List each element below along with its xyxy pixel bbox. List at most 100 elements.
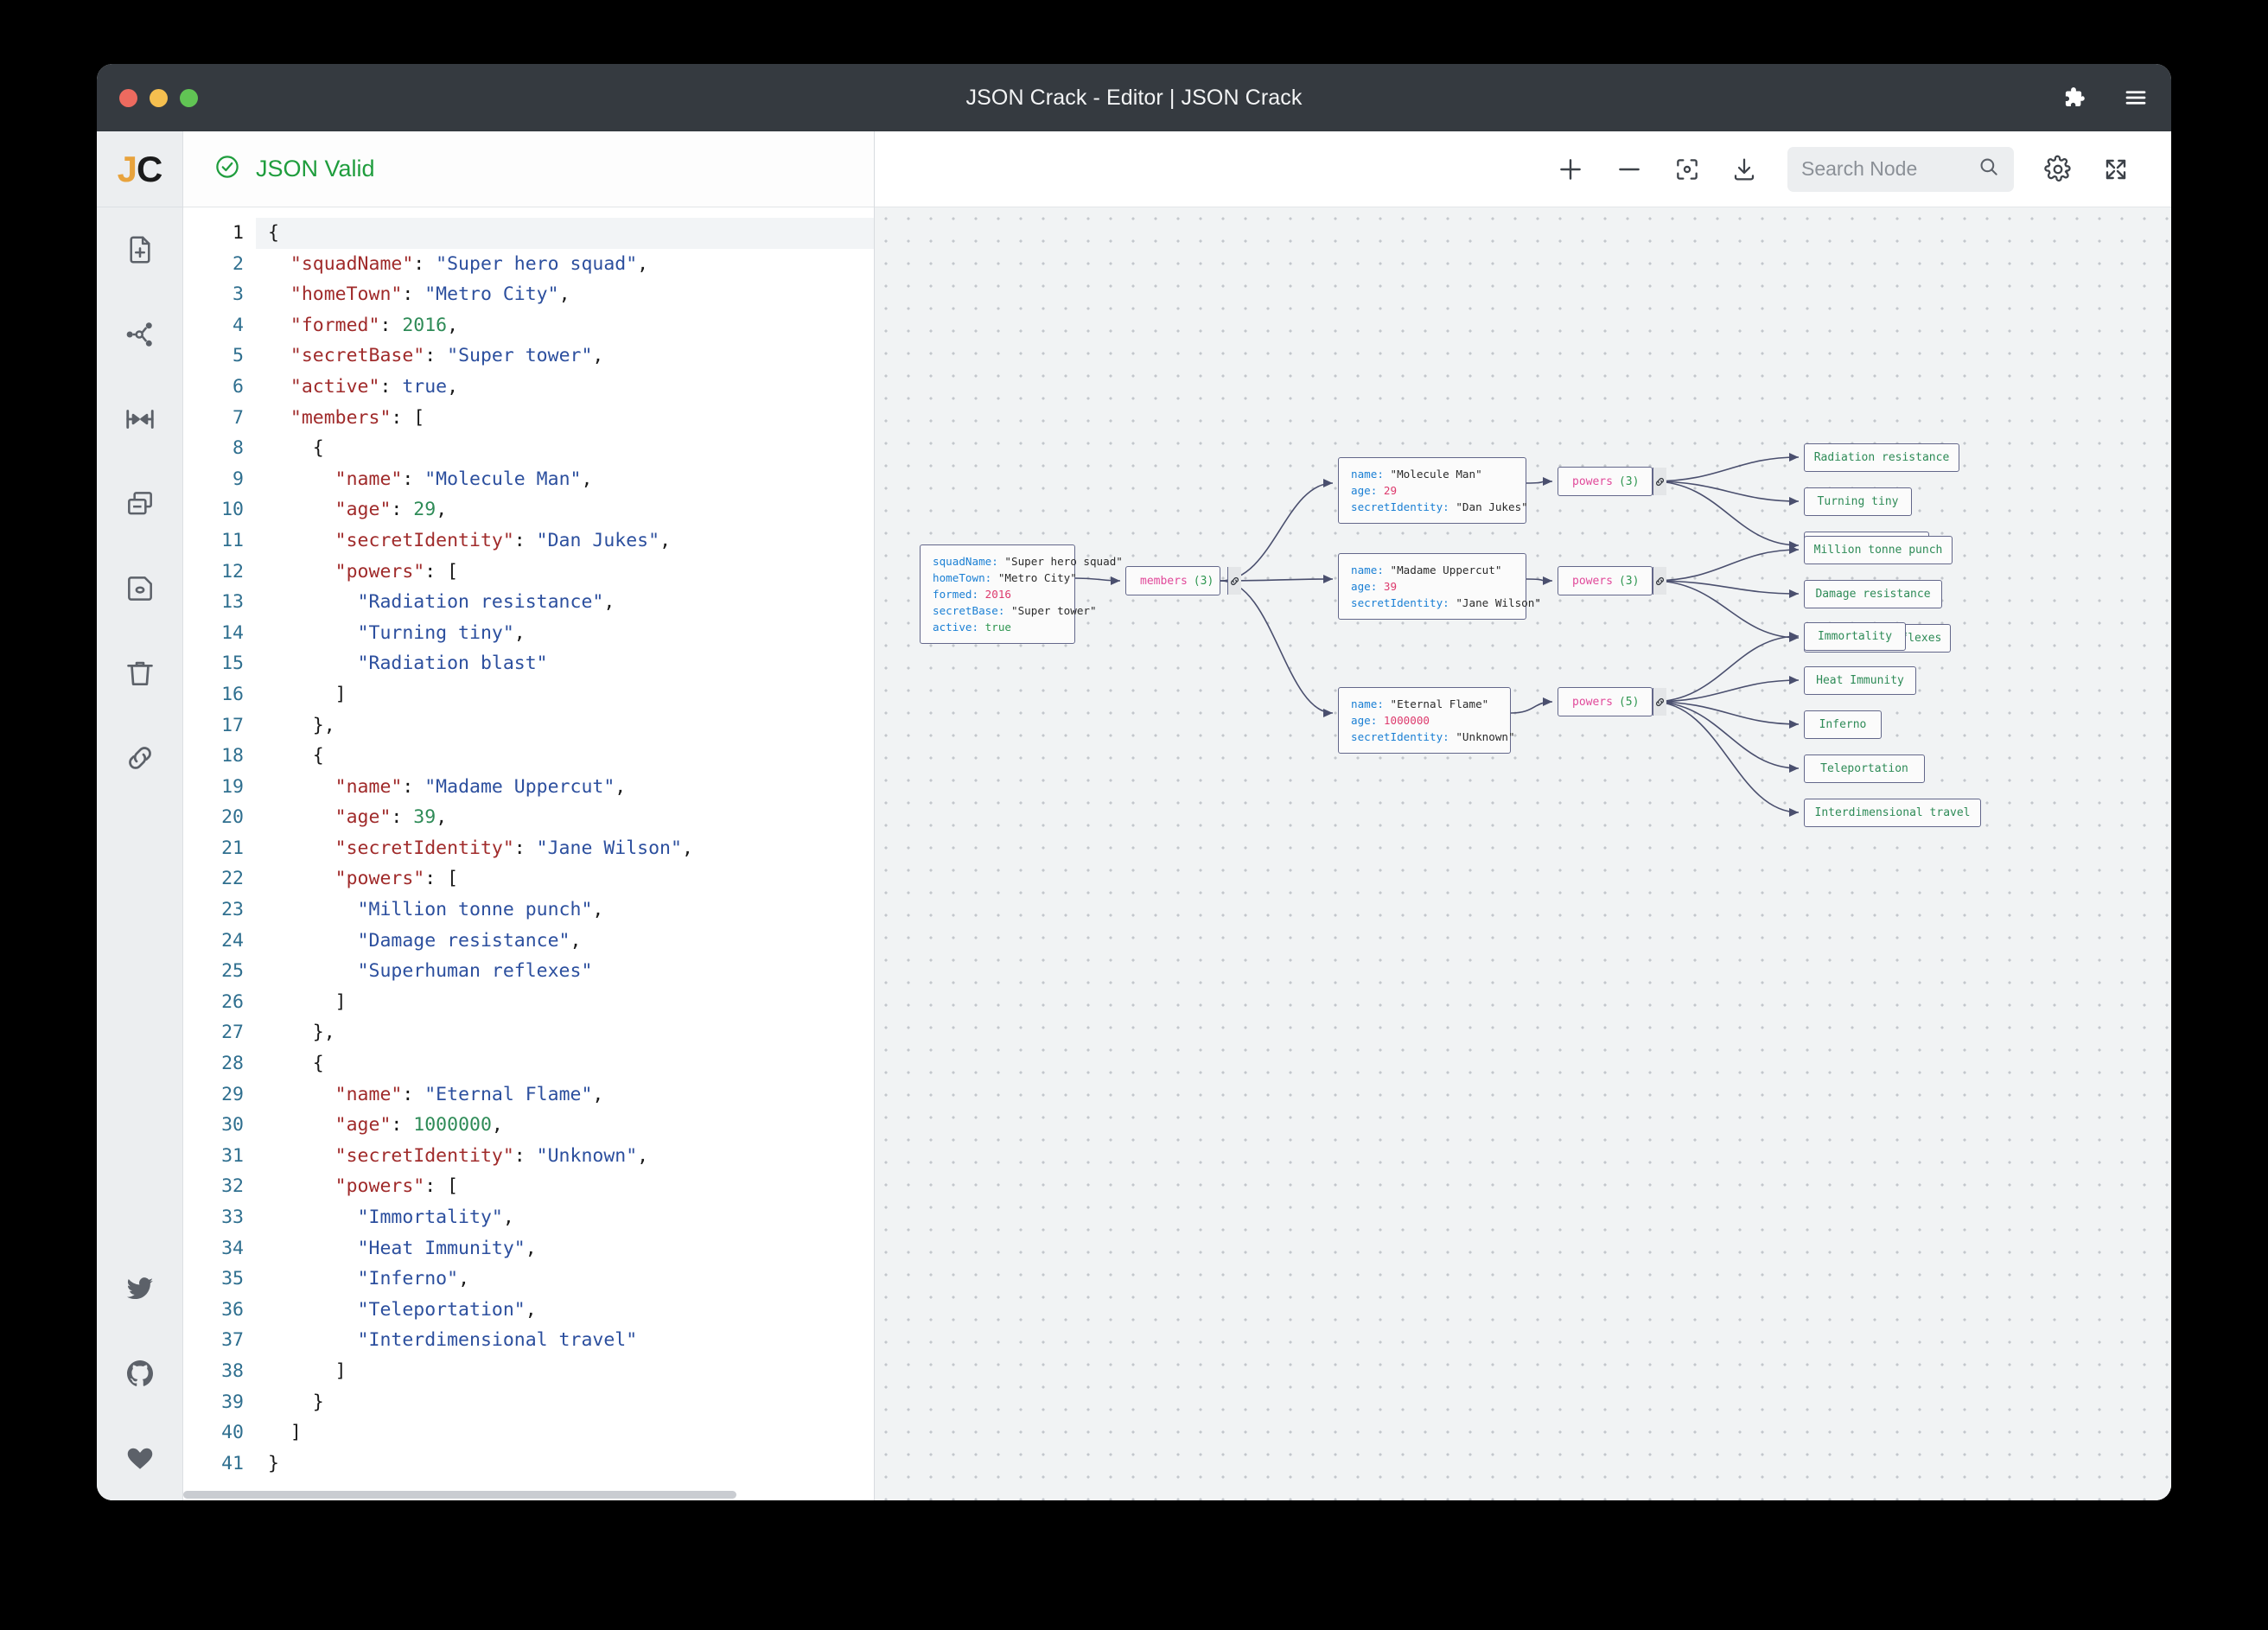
code-line[interactable]: "secretIdentity": "Unknown",: [334, 1144, 649, 1167]
code-line[interactable]: ]: [268, 683, 347, 705]
search-node-box[interactable]: [1787, 146, 2014, 192]
close-button[interactable]: [119, 88, 137, 107]
code-line[interactable]: "powers": [: [334, 560, 459, 583]
collapse-horizontal-icon[interactable]: [97, 377, 182, 462]
code-line[interactable]: "secretIdentity": "Dan Jukes",: [334, 529, 672, 551]
code-line[interactable]: },: [268, 714, 335, 736]
code-line[interactable]: {: [268, 1053, 324, 1075]
code-line[interactable]: "age": 29,: [334, 499, 448, 521]
share-graph-icon[interactable]: [97, 292, 182, 377]
code-line[interactable]: "active": true,: [290, 375, 459, 398]
code-scroll-area[interactable]: { "squadName": "Super hero squad", "home…: [256, 207, 874, 1500]
code-line[interactable]: }: [268, 1391, 324, 1413]
code-line[interactable]: "Interdimensional travel": [357, 1329, 638, 1352]
code-line[interactable]: "name": "Madame Uppercut",: [334, 775, 627, 798]
hamburger-menu-icon[interactable]: [2123, 85, 2149, 111]
link-icon[interactable]: [97, 716, 182, 800]
code-line[interactable]: "Million tonne punch",: [357, 899, 604, 921]
code-line[interactable]: "age": 1000000,: [334, 1114, 503, 1137]
powers-node[interactable]: powers(3): [1558, 467, 1667, 496]
code-line[interactable]: "formed": 2016,: [290, 314, 459, 336]
node-row: name: "Eternal Flame": [1351, 696, 1488, 712]
code-line[interactable]: "members": [: [290, 406, 425, 429]
power-leaf-node[interactable]: Heat Immunity: [1804, 666, 1916, 695]
zoom-out-icon[interactable]: [1615, 155, 1644, 184]
zoom-in-icon[interactable]: [1556, 155, 1585, 184]
gear-icon[interactable]: [2043, 155, 2073, 184]
code-line[interactable]: "Teleportation",: [357, 1298, 537, 1321]
code-line[interactable]: "Radiation resistance",: [357, 591, 615, 614]
code-line[interactable]: ]: [268, 1359, 347, 1382]
code-line[interactable]: ]: [268, 1422, 302, 1444]
download-icon[interactable]: [1730, 156, 1758, 183]
fullscreen-icon[interactable]: [2102, 156, 2130, 183]
editor-scrollbar-thumb[interactable]: [183, 1491, 736, 1499]
link-icon[interactable]: [1653, 688, 1667, 716]
code-line[interactable]: "powers": [: [334, 1175, 459, 1198]
link-icon[interactable]: [1227, 567, 1242, 595]
code-line[interactable]: "name": "Eternal Flame",: [334, 1083, 604, 1105]
code-line[interactable]: "secretIdentity": "Jane Wilson",: [334, 837, 693, 859]
code-line[interactable]: "name": "Molecule Man",: [334, 468, 593, 490]
github-icon[interactable]: [97, 1331, 182, 1416]
clone-window-icon[interactable]: [97, 462, 182, 546]
code-line[interactable]: "Turning tiny",: [357, 621, 526, 644]
code-line[interactable]: "squadName": "Super hero squad",: [290, 252, 649, 275]
code-line[interactable]: {: [268, 437, 324, 460]
puzzle-icon[interactable]: [2061, 85, 2086, 111]
code-line[interactable]: "Damage resistance",: [357, 929, 582, 952]
power-leaf-node[interactable]: Turning tiny: [1804, 487, 1912, 516]
link-icon[interactable]: [1653, 567, 1667, 595]
power-leaf-node[interactable]: Inferno: [1804, 710, 1882, 739]
node-value: "Dan Jukes": [1456, 500, 1528, 513]
root-node[interactable]: squadName: "Super hero squad"homeTown: "…: [920, 544, 1123, 644]
code-line[interactable]: {: [268, 745, 324, 767]
line-number: 38: [221, 1359, 244, 1382]
twitter-icon[interactable]: [97, 1246, 182, 1331]
code-line[interactable]: ]: [268, 990, 347, 1013]
code-line[interactable]: },: [268, 1022, 335, 1044]
code-line[interactable]: {: [256, 218, 874, 249]
code-line[interactable]: "Radiation blast": [357, 653, 548, 675]
power-leaf-node[interactable]: Radiation resistance: [1804, 443, 1959, 472]
code-line[interactable]: "homeTown": "Metro City",: [290, 283, 570, 306]
graph-canvas[interactable]: squadName: "Super hero squad"homeTown: "…: [875, 207, 2171, 1500]
search-icon[interactable]: [1978, 156, 2000, 182]
node-row: secretIdentity: "Jane Wilson": [1351, 595, 1541, 611]
code-line[interactable]: }: [268, 1452, 279, 1474]
search-input[interactable]: [1801, 157, 1969, 181]
powers-node[interactable]: powers(5): [1558, 687, 1667, 716]
code-line[interactable]: "powers": [: [334, 868, 459, 890]
code-line[interactable]: "secretBase": "Super tower",: [290, 345, 604, 367]
power-leaf-node[interactable]: Immortality: [1804, 622, 1906, 651]
code-line[interactable]: "Inferno",: [357, 1268, 470, 1290]
line-number: 40: [221, 1422, 244, 1444]
power-leaf-node[interactable]: Million tonne punch: [1804, 536, 1953, 564]
link-icon[interactable]: [1653, 468, 1667, 495]
save-disk-icon[interactable]: [97, 546, 182, 631]
new-file-icon[interactable]: [97, 207, 182, 292]
power-leaf-node[interactable]: Interdimensional travel: [1804, 799, 1981, 827]
code-line[interactable]: "age": 39,: [334, 806, 448, 829]
code-line[interactable]: "Heat Immunity",: [357, 1237, 537, 1259]
minimize-button[interactable]: [150, 88, 168, 107]
code-line[interactable]: "Immortality",: [357, 1207, 514, 1228]
power-leaf-node[interactable]: Teleportation: [1804, 755, 1925, 783]
power-leaf-node[interactable]: Damage resistance: [1804, 580, 1942, 608]
maximize-button[interactable]: [180, 88, 198, 107]
trash-icon[interactable]: [97, 631, 182, 716]
powers-node[interactable]: powers(3): [1558, 566, 1667, 595]
node-key: secretIdentity:: [1351, 596, 1456, 609]
editor-horizontal-scrollbar[interactable]: [183, 1490, 874, 1500]
members-node[interactable]: members(3): [1125, 566, 1242, 595]
code-content[interactable]: { "squadName": "Super hero squad", "home…: [256, 218, 874, 1479]
code-line[interactable]: "Superhuman reflexes": [357, 960, 593, 983]
center-view-icon[interactable]: [1673, 156, 1701, 183]
heart-icon[interactable]: [97, 1416, 182, 1500]
